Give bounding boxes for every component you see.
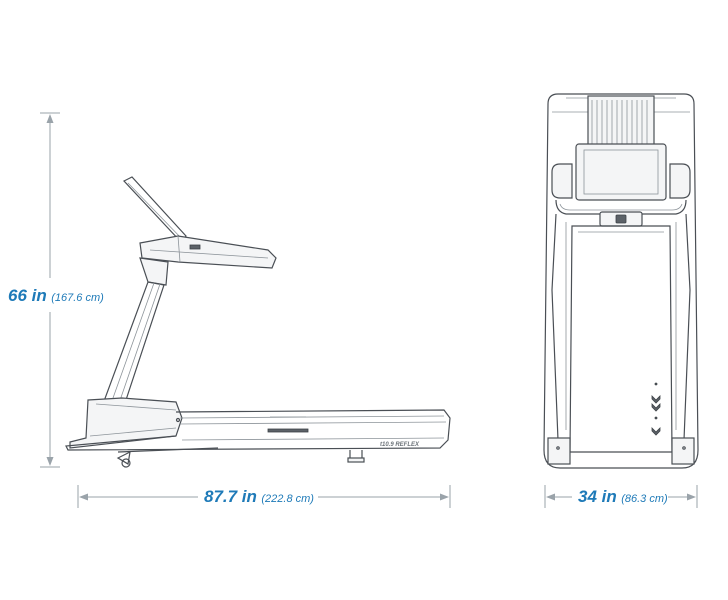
width-dimension-line	[544, 485, 698, 508]
model-label: t10.9 REFLEX	[380, 442, 420, 448]
height-label: 66 in (167.6 cm)	[8, 286, 104, 306]
length-dimension-line	[77, 485, 451, 508]
height-dimension-line	[40, 112, 60, 468]
length-label: 87.7 in (222.8 cm)	[204, 487, 314, 507]
width-metric: (86.3 cm)	[621, 493, 668, 505]
length-metric: (222.8 cm)	[261, 493, 314, 505]
height-metric: (167.6 cm)	[51, 292, 104, 304]
height-value: 66 in	[8, 286, 47, 305]
treadmill-side-view: t10.9 REFLEX	[65, 176, 451, 468]
motor-grille	[591, 100, 648, 150]
width-value: 34 in	[578, 487, 617, 506]
width-label: 34 in (86.3 cm)	[578, 487, 668, 507]
length-value: 87.7 in	[204, 487, 257, 506]
treadmill-top-view	[543, 93, 699, 469]
